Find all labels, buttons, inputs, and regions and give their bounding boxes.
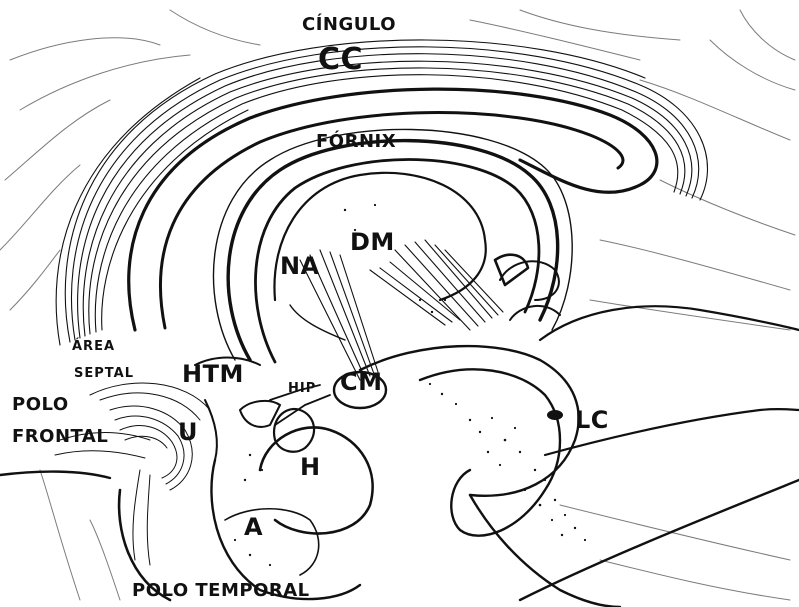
label-htm: HTM [182,362,244,386]
label-h: H [300,455,321,479]
label-septal: SEPTAL [74,367,134,380]
thalamic-tracts [300,240,503,380]
label-polo-temporal: POLO TEMPORAL [132,582,310,600]
label-dm: DM [350,230,395,254]
uncus-fibers [55,383,210,565]
label-fornix: FÓRNIX [316,133,396,151]
label-cingulo: CÍNGULO [302,16,396,34]
label-hip: HIP [288,382,316,395]
label-u: U [178,420,198,444]
label-area: ÁREA [72,340,115,353]
label-polo-frontal-line1: POLO [12,396,69,414]
label-lc: LC [575,408,609,432]
label-a: A [244,515,263,539]
label-cc: CC [318,45,363,75]
locus-coeruleus-mark [547,410,563,420]
label-cm: CM [340,370,383,394]
corpus-callosum [129,89,657,330]
label-polo-frontal-line2: FRONTAL [12,428,108,446]
label-na: NA [280,254,320,278]
